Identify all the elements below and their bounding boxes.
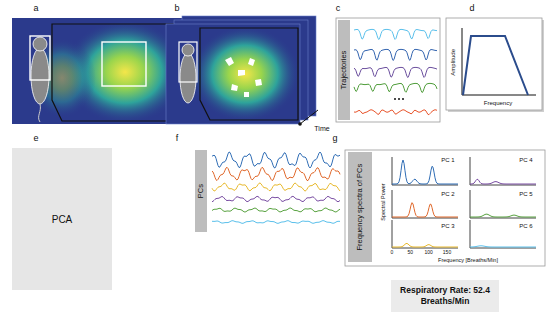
frame-stack (200, 28, 298, 120)
signal-trace (212, 167, 340, 180)
trajectory-panel (336, 18, 440, 122)
panel-letter: e (33, 134, 38, 144)
spectra-panel (345, 150, 545, 266)
frame-stack (166, 24, 300, 124)
panel-letter: c (336, 4, 341, 14)
heatmap-frame (39, 104, 41, 122)
signal-trace (212, 183, 340, 191)
axis-label: Frequency (484, 100, 512, 107)
frame-stack (166, 24, 300, 124)
trajectory-panel (402, 98, 404, 100)
signal-trace (354, 29, 437, 39)
signal-trace (354, 110, 437, 115)
signal-trace (354, 49, 437, 60)
signal-trace (392, 220, 458, 248)
axis-label: Time (314, 125, 329, 133)
frame-stack (300, 110, 318, 124)
heatmap-frame (12, 18, 184, 124)
frame-stack (166, 24, 300, 124)
signal-trace (212, 29, 536, 248)
signal-trace (392, 157, 458, 185)
tick-label: 50 (408, 250, 414, 256)
axis-label: Frequency [Breaths/Min] (438, 257, 498, 263)
process-box: PCA (12, 148, 112, 290)
heatmap-frame (52, 24, 180, 121)
frame-stack (179, 42, 197, 82)
signal-trace (392, 190, 458, 218)
heatmap-frame (102, 42, 146, 86)
filter-panel (446, 18, 544, 112)
signal-trace (470, 246, 536, 247)
node-text: PCA (52, 214, 73, 225)
tick-label: 100 (425, 250, 433, 256)
axis-label: Amplitude (450, 49, 457, 76)
plot-title: PC 6 (519, 223, 532, 230)
frame-stack (166, 16, 318, 126)
signal-trace (470, 220, 536, 248)
result-box: Respiratory Rate: 52.4 Breaths/Min (391, 280, 499, 311)
panel-letter: f (176, 134, 179, 144)
signal-trace (392, 160, 458, 184)
plot-title: PC 4 (519, 157, 532, 164)
signal-trace (354, 67, 437, 77)
filter-panel (446, 18, 542, 110)
heatmap-frame (31, 48, 49, 104)
label-band: Trajectories (338, 20, 350, 120)
signal-trace (212, 196, 340, 201)
heatmap-frame (28, 38, 96, 118)
node-text: Respiratory Rate: 52.4 Breaths/Min (399, 285, 491, 306)
signal-trace (392, 203, 458, 217)
frame-stack (182, 44, 194, 56)
trajectory-panel (336, 18, 440, 122)
heatmap-frame (30, 36, 50, 80)
signal-trace (212, 152, 340, 168)
signal-trace (212, 221, 340, 224)
signal-trace (354, 83, 437, 92)
signal-trace (212, 208, 340, 212)
signal-trace (470, 157, 536, 185)
plot-title: PC 1 (441, 157, 454, 164)
label-band: Frequency spectra of PCs (348, 152, 372, 262)
frame-stack (225, 57, 262, 97)
plot-title: PC 2 (441, 191, 454, 198)
node-text: PCs (197, 154, 205, 228)
frame-stack (180, 53, 196, 103)
panel-letter: a (33, 4, 38, 14)
tick-label: 0 (391, 250, 394, 256)
node-text: Trajectories (340, 24, 348, 116)
signal-trace (470, 214, 536, 217)
tick-label: 150 (443, 250, 451, 256)
filter-panel (462, 28, 536, 95)
signal-trace (470, 179, 536, 184)
plot-title: PC 5 (519, 191, 532, 198)
axis-label: Spectral Power (380, 183, 386, 220)
signal-trace (392, 243, 458, 247)
spectra-panel (345, 150, 545, 266)
trajectory-panel (394, 98, 396, 100)
heatmap-frame (12, 18, 187, 124)
panel-letter: d (469, 4, 474, 14)
plot-title: PC 3 (441, 223, 454, 230)
frame-stack (190, 26, 300, 122)
panel-letter: b (174, 4, 179, 14)
trajectory-panel (398, 98, 400, 100)
node-text: Frequency spectra of PCs (356, 156, 364, 258)
filter-panel (463, 36, 528, 95)
signal-trace (470, 190, 536, 218)
heatmap-frame (33, 37, 47, 51)
panel-letter: g (332, 134, 337, 144)
label-band: PCs (195, 150, 207, 232)
